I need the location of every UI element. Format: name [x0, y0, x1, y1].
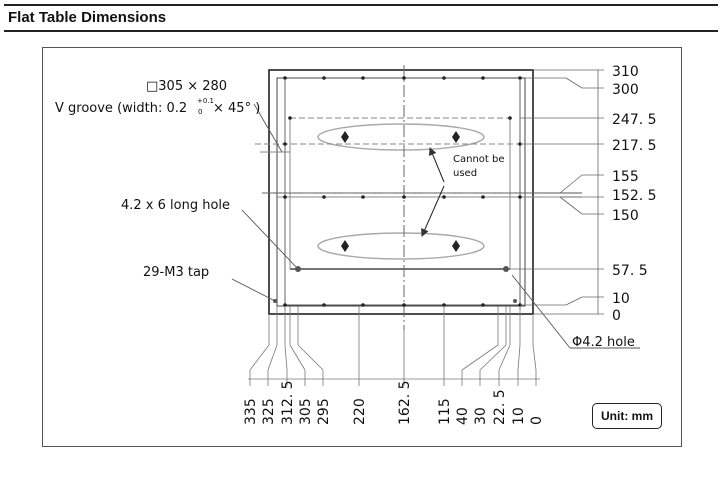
dim-bottom-335: 335 [243, 398, 259, 425]
arrow-unusable-upper [428, 147, 445, 183]
v-groove-tolerance-upper: +0.1 [197, 97, 214, 105]
table-outline-outer [268, 69, 534, 315]
dim-right-217-5: 217. 5 [612, 138, 657, 154]
dim-right-152-5: 152. 5 [612, 188, 657, 204]
dim-right-0: 0 [612, 308, 621, 324]
right-dimension-labels: 310 300 247. 5 217. 5 155 152. 5 150 57.… [612, 64, 657, 324]
right-dimension-lines [510, 69, 604, 315]
dim-right-10: 10 [612, 291, 630, 307]
long-hole-label: 4.2 x 6 long hole [121, 198, 230, 213]
dim-bottom-305: 305 [298, 398, 314, 425]
table-outline-inner [276, 77, 526, 307]
tap-holes [283, 76, 522, 307]
dim-bottom-115: 115 [437, 398, 453, 425]
unusable-zone-lower [317, 232, 485, 260]
dim-bottom-10: 10 [511, 407, 527, 425]
dim-right-150: 150 [612, 208, 639, 224]
page-title: Flat Table Dimensions [8, 9, 167, 26]
dim-bottom-220: 220 [352, 398, 368, 425]
dim-right-57-5: 57. 5 [612, 263, 648, 279]
dim-bottom-312-5: 312. 5 [280, 380, 296, 425]
v-groove-label-end: × 45° ) [213, 101, 260, 116]
cannot-be-used-label-2: used [453, 168, 477, 179]
dim-right-300: 300 [612, 82, 639, 98]
bottom-dimension-labels: 335 325 312. 5 305 295 220 162. 5 115 40… [243, 380, 545, 425]
phi-hole [513, 299, 517, 303]
tap-label: 29-M3 tap [143, 265, 209, 280]
dim-bottom-325: 325 [261, 398, 277, 425]
dim-bottom-22-5: 22. 5 [492, 389, 508, 425]
bottom-dimension-lines [248, 306, 540, 386]
dim-bottom-162-5: 162. 5 [397, 380, 413, 425]
cannot-be-used-label-1: Cannot be [453, 154, 505, 165]
dim-bottom-40: 40 [455, 407, 471, 425]
unit-label: Unit: mm [601, 409, 653, 423]
v-groove-tolerance-lower: 0 [198, 108, 202, 116]
unusable-zone-upper [317, 123, 485, 151]
unit-badge: Unit: mm [592, 403, 662, 429]
dim-bottom-30: 30 [473, 407, 489, 425]
title-bar: Flat Table Dimensions [4, 4, 718, 32]
dim-bottom-0: 0 [529, 416, 545, 425]
phi-hole-label: Φ4.2 hole [572, 335, 635, 350]
dim-right-310: 310 [612, 64, 639, 80]
diagram-frame [42, 47, 682, 447]
leader-lines [231, 103, 640, 349]
dim-right-247-5: 247. 5 [612, 112, 657, 128]
long-hole-right [503, 266, 509, 272]
diamond-marks [341, 131, 460, 252]
v-groove-label: V groove (width: 0.2 [55, 101, 187, 116]
dim-bottom-295: 295 [316, 398, 332, 425]
size-label: □305 × 280 [146, 79, 227, 94]
dim-right-155: 155 [612, 169, 639, 185]
arrow-unusable-lower [421, 185, 445, 237]
